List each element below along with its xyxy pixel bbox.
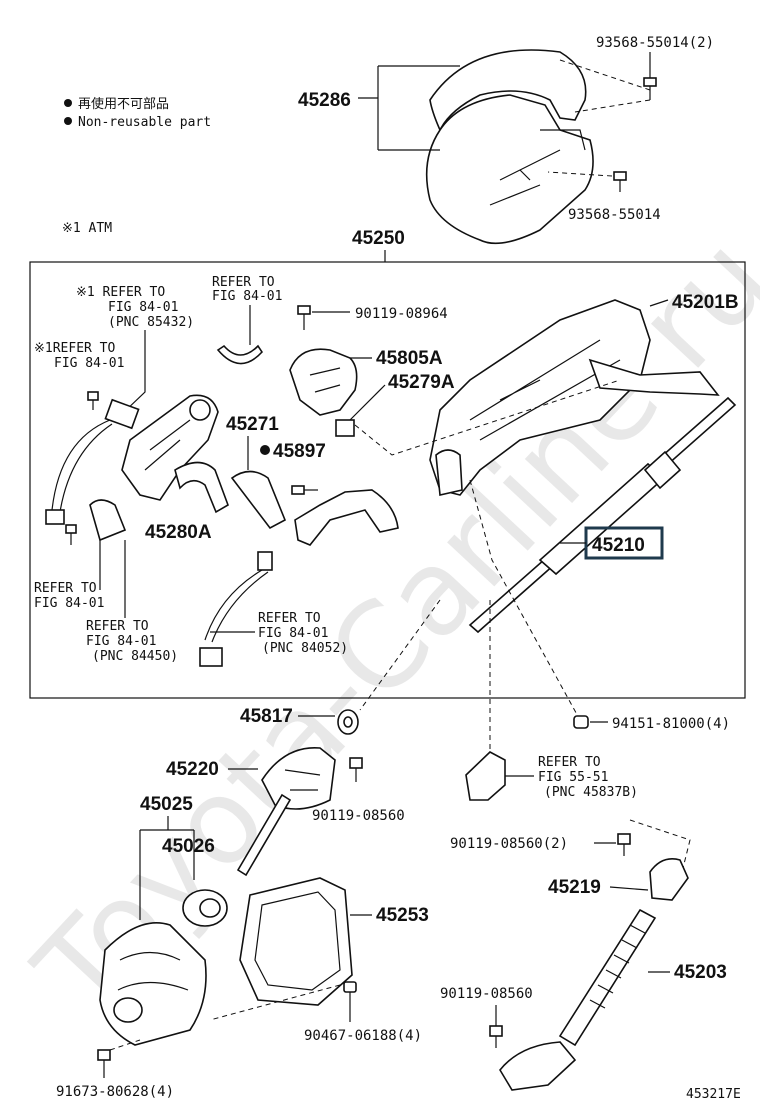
nonreusable-bullet-icon xyxy=(260,445,270,455)
label-45897: 45897 xyxy=(273,441,326,462)
sensor-wire-part xyxy=(199,551,273,667)
legend-x1-atm: ※1 ATM xyxy=(62,221,112,236)
refer-1-line2: FIG 84-01 xyxy=(212,289,282,304)
bushing-45817-part xyxy=(337,709,359,735)
clip-45279A-part xyxy=(335,419,355,437)
screw-icon xyxy=(297,305,311,330)
refer-6-line1: REFER TO xyxy=(258,611,321,626)
yoke-45219-part xyxy=(649,858,689,901)
label-94151-81000-4: 94151-81000(4) xyxy=(612,716,730,732)
screw-icon xyxy=(87,391,99,410)
label-45219: 45219 xyxy=(548,877,601,898)
refer-4-line2: FIG 84-01 xyxy=(34,596,104,611)
refer-3-line1: ※1REFER TO xyxy=(34,341,116,356)
legend-nonreusable-jp: 再使用不可部品 xyxy=(78,96,169,112)
label-90467-06188-4: 90467-06188(4) xyxy=(304,1028,422,1044)
boot-45025-part xyxy=(99,921,207,1046)
refer-6-line3: (PNC 84052) xyxy=(262,641,348,656)
diagram-id: 453217E xyxy=(686,1087,741,1102)
refer-2-line1: ※1 REFER TO xyxy=(76,285,165,300)
refer-7-line2: FIG 55-51 xyxy=(538,770,608,785)
label-91673-80628-4: 91673-80628(4) xyxy=(56,1084,174,1100)
column-assembly-part xyxy=(429,299,720,496)
refer-5-line3: (PNC 84450) xyxy=(92,649,178,664)
label-45025: 45025 xyxy=(140,794,193,815)
label-45026: 45026 xyxy=(162,836,215,857)
label-90119-08560: 90119-08560 xyxy=(312,808,405,824)
refer-6-line2: FIG 84-01 xyxy=(258,626,328,641)
label-45201B: 45201B xyxy=(672,292,739,313)
bracket-refer-part xyxy=(465,751,506,801)
lock-housing-clamp xyxy=(174,461,229,514)
label-93568-55014-2: 93568-55014(2) xyxy=(596,35,714,51)
label-45253: 45253 xyxy=(376,905,429,926)
switch-connector-part xyxy=(45,398,140,525)
refer-3-line2: FIG 84-01 xyxy=(54,356,124,371)
screw-icon xyxy=(65,524,77,545)
label-45250: 45250 xyxy=(352,228,405,249)
label-90119-08560-2: 90119-08560(2) xyxy=(450,836,568,852)
cover-plate-45253-part xyxy=(239,877,353,1006)
refer-7-line3: (PNC 45837B) xyxy=(544,785,638,800)
column-cover-part xyxy=(425,49,594,245)
refer-1-line1: REFER TO xyxy=(212,275,275,290)
bolt-icon xyxy=(489,1025,503,1048)
label-45279A: 45279A xyxy=(388,372,455,393)
label-90119-08560-b: 90119-08560 xyxy=(440,986,533,1002)
nut-icon xyxy=(573,715,589,729)
screw-icon xyxy=(613,171,627,192)
nonreusable-bullet-icon xyxy=(64,117,72,125)
refer-4-line1: REFER TO xyxy=(34,581,97,596)
label-90119-08964: 90119-08964 xyxy=(355,306,448,322)
assembly-45250-frame xyxy=(29,261,746,699)
lock-housing-part xyxy=(121,394,219,501)
nonreusable-bullet-icon xyxy=(64,99,72,107)
label-45203: 45203 xyxy=(674,962,727,983)
label-45280A: 45280A xyxy=(145,522,212,543)
legend-nonreusable-en: Non-reusable part xyxy=(78,115,211,130)
nut-icon xyxy=(343,981,357,1022)
label-45817: 45817 xyxy=(240,706,293,727)
bellows-shaft-45203-part xyxy=(499,908,657,1091)
refer-7-line1: REFER TO xyxy=(538,755,601,770)
label-45286: 45286 xyxy=(298,90,351,111)
bolt-icon xyxy=(617,833,631,856)
clamp-part xyxy=(216,344,264,365)
boot-seal-45026-part xyxy=(182,889,228,927)
bracket-45805A-part xyxy=(289,348,358,416)
refer-5-line1: REFER TO xyxy=(86,619,149,634)
label-93568-55014: 93568-55014 xyxy=(568,207,661,223)
bolt-icon xyxy=(291,485,318,495)
label-45210: 45210 xyxy=(592,535,645,556)
bolt-icon xyxy=(349,757,363,782)
refer-2-line2: FIG 84-01 xyxy=(108,300,178,315)
label-45271: 45271 xyxy=(226,414,279,435)
tilt-lever-part xyxy=(230,470,399,546)
refer-5-line2: FIG 84-01 xyxy=(86,634,156,649)
label-45220: 45220 xyxy=(166,759,219,780)
main-shaft-part xyxy=(468,396,737,634)
screw-icon xyxy=(643,77,657,100)
bolt-icon xyxy=(97,1049,111,1078)
transponder-part xyxy=(89,499,127,542)
universal-joint-45220-part xyxy=(236,747,336,877)
refer-2-line3: (PNC 85432) xyxy=(108,315,194,330)
label-45805A: 45805A xyxy=(376,348,443,369)
